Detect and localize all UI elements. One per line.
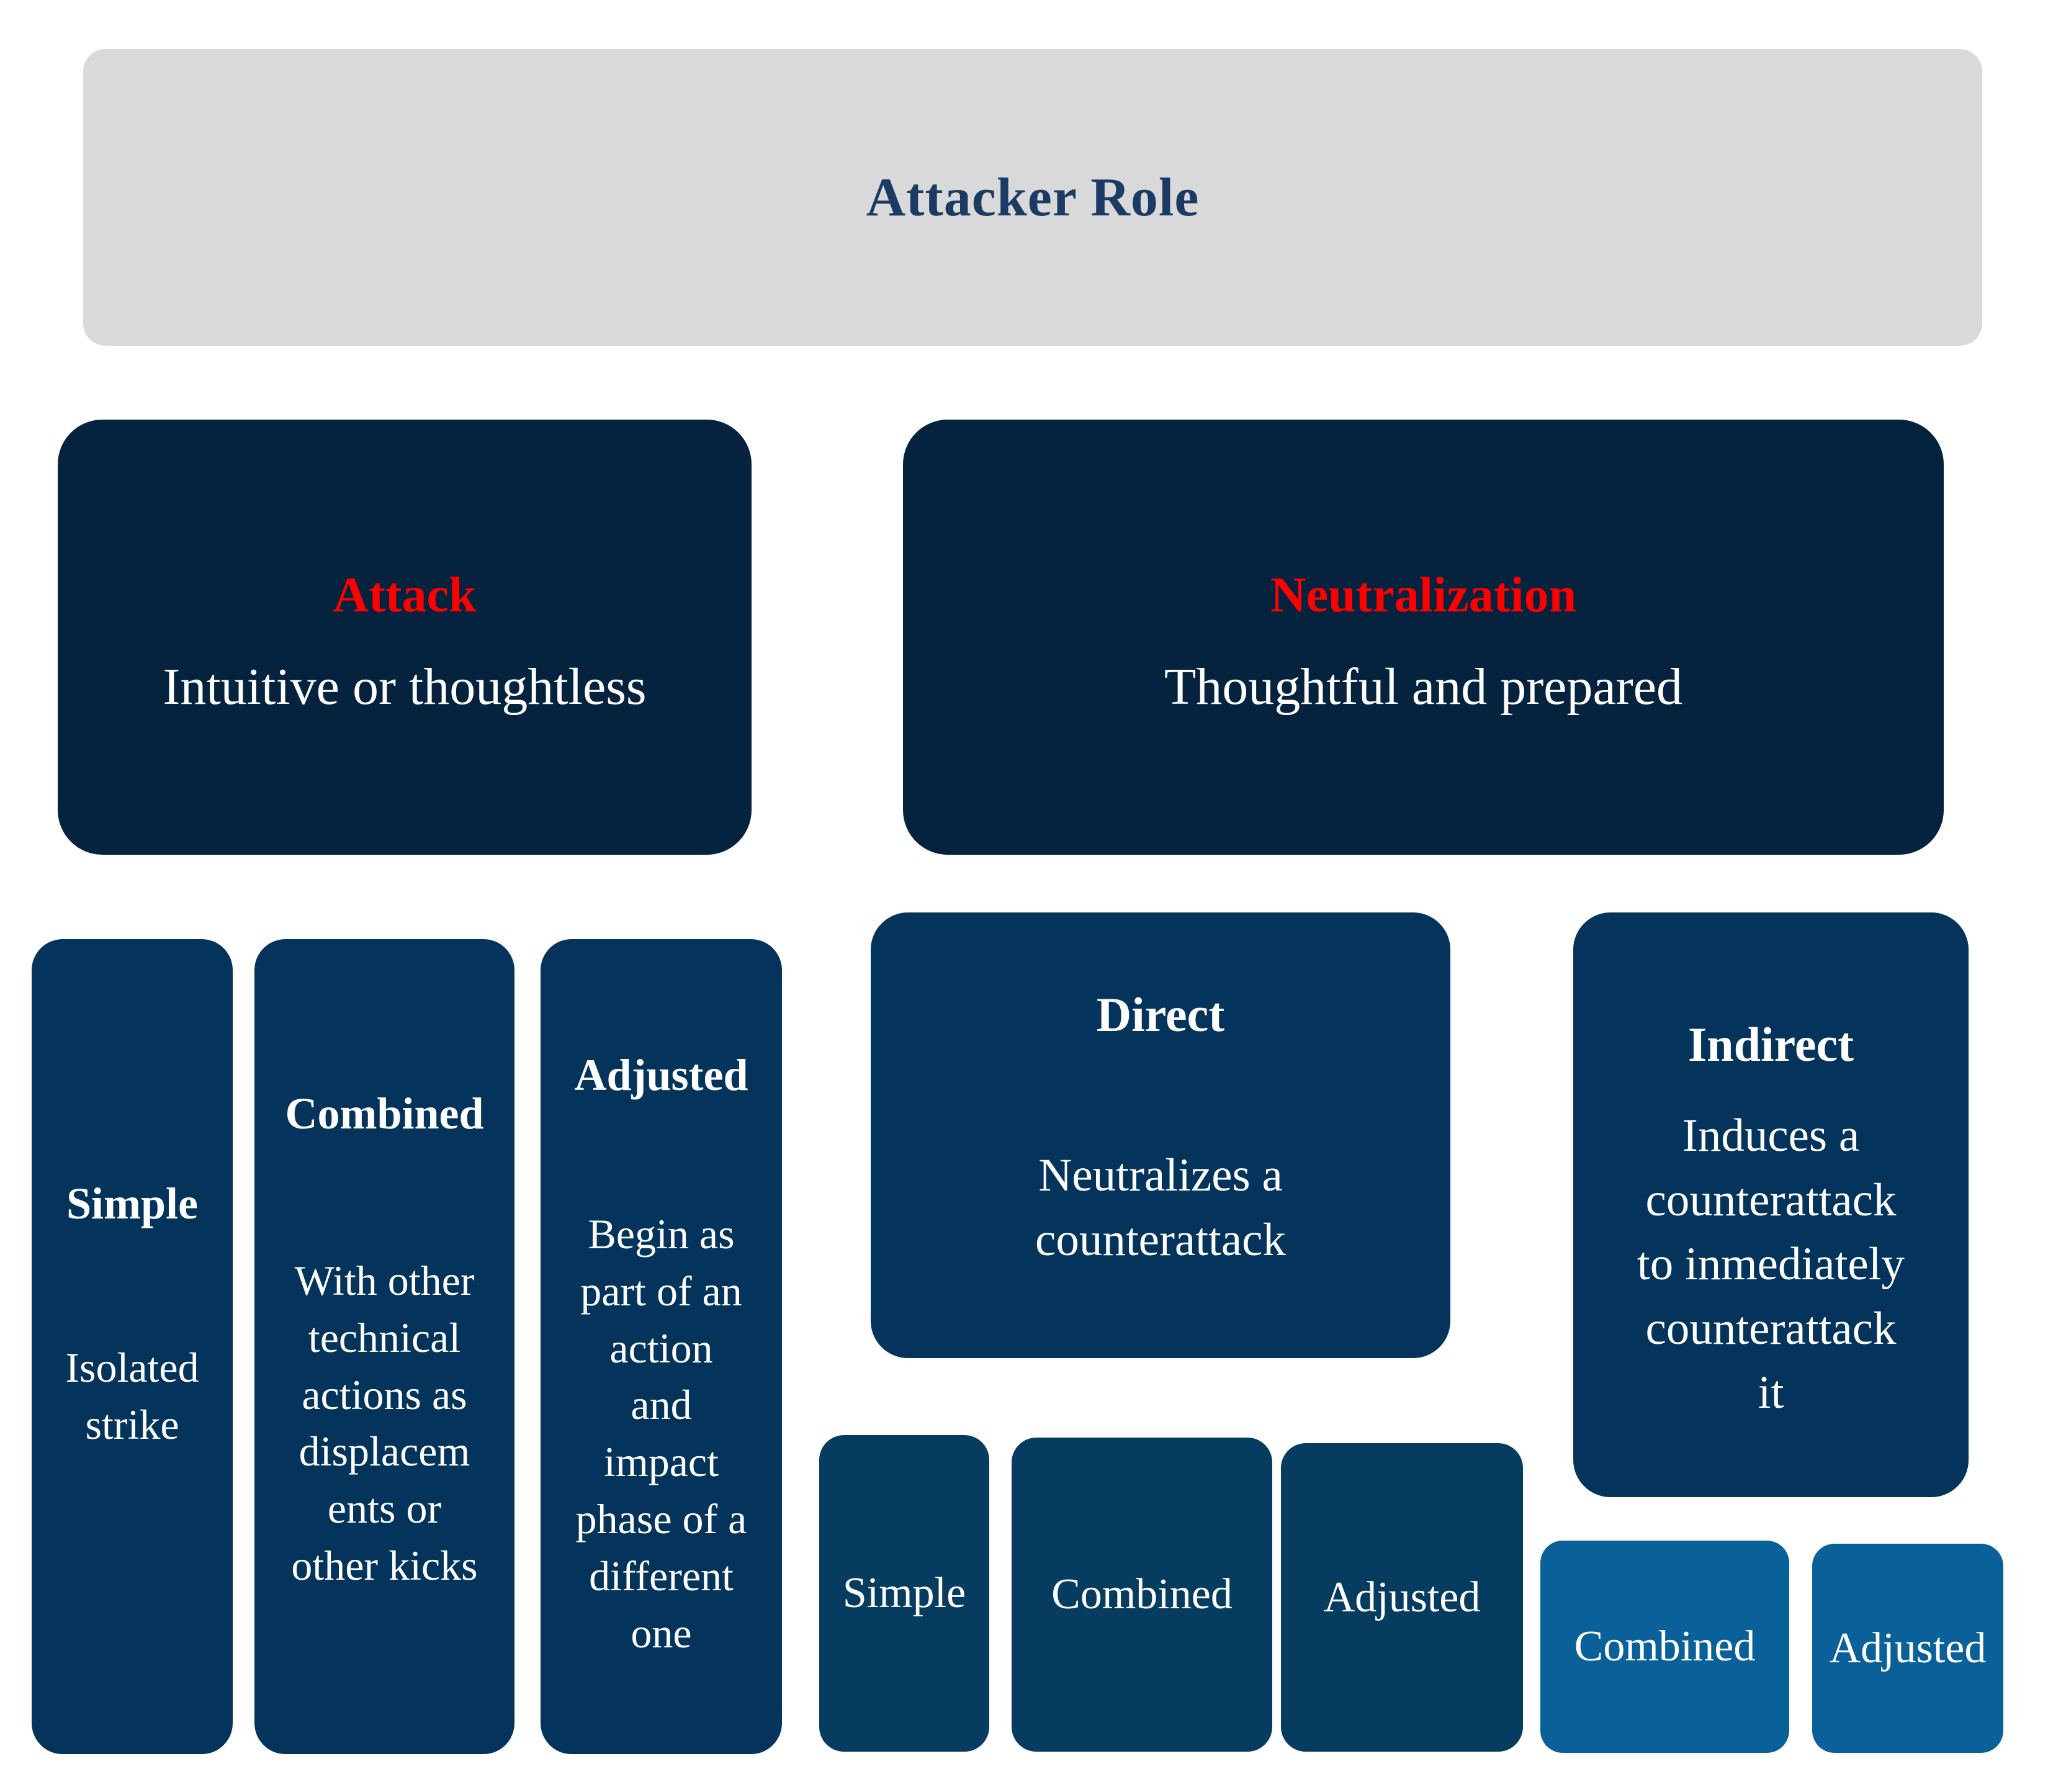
direct-body: Neutralizes a counterattack <box>1035 1150 1286 1266</box>
attack-simple-body: Isolated strike <box>65 1344 199 1448</box>
attack-adjusted-body: Begin as part of an action and impact ph… <box>575 1210 747 1657</box>
indirect-box: Indirect Induces a counterattack to inme… <box>1573 912 1969 1497</box>
page-title: Attacker Role <box>866 167 1200 228</box>
indirect-leaf-combined: Combined <box>1540 1541 1789 1753</box>
attack-title: Attack <box>333 568 477 623</box>
indirect-leaf-adjusted: Adjusted <box>1812 1544 2003 1753</box>
header-bar: Attacker Role <box>83 49 1982 346</box>
direct-leaf-adjusted: Adjusted <box>1281 1443 1523 1752</box>
attack-combined-body: With other technical actions as displace… <box>291 1257 478 1589</box>
direct-leaf-combined-label: Combined <box>1051 1570 1233 1618</box>
neutralization-box: Neutralization Thoughtful and prepared <box>903 420 1944 855</box>
direct-title: Direct <box>1096 988 1225 1042</box>
attack-combined-box: Combined With other technical actions as… <box>254 939 514 1754</box>
attack-adjusted-title: Adjusted <box>574 1050 748 1100</box>
attack-adjusted-box: Adjusted Begin as part of an action and … <box>541 939 782 1754</box>
direct-box: Direct Neutralizes a counterattack <box>871 912 1450 1358</box>
direct-leaf-adjusted-label: Adjusted <box>1323 1573 1481 1621</box>
direct-leaf-simple: Simple <box>819 1435 989 1752</box>
attack-combined-title: Combined <box>285 1089 484 1138</box>
indirect-leaf-combined-label: Combined <box>1574 1623 1756 1670</box>
attack-simple-title: Simple <box>66 1179 199 1228</box>
indirect-title: Indirect <box>1687 1017 1854 1071</box>
attack-simple-box: Simple Isolated strike <box>32 939 233 1754</box>
attack-box: Attack Intuitive or thoughtless <box>58 420 752 855</box>
direct-leaf-simple-label: Simple <box>842 1569 966 1617</box>
indirect-leaf-adjusted-label: Adjusted <box>1829 1624 1987 1672</box>
indirect-body: Induces a counterattack to inmediately c… <box>1637 1110 1905 1418</box>
attack-subtitle: Intuitive or thoughtless <box>163 658 647 716</box>
neutralization-subtitle: Thoughtful and prepared <box>1164 658 1683 716</box>
direct-leaf-combined: Combined <box>1012 1438 1272 1752</box>
neutralization-title: Neutralization <box>1270 568 1577 623</box>
